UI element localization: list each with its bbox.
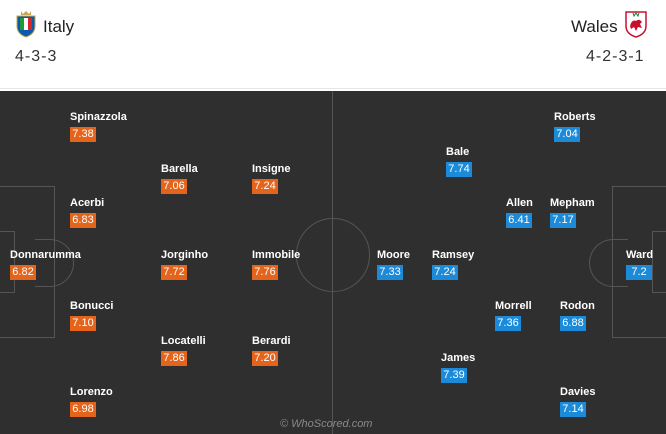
player-donnarumma[interactable]: Donnarumma 6.82 (10, 249, 106, 280)
player-ramsey[interactable]: Ramsey 7.24 (432, 249, 528, 280)
player-moore[interactable]: Moore 7.33 (377, 249, 473, 280)
player-morrell[interactable]: Morrell 7.36 (495, 300, 591, 331)
player-rating: 6.98 (70, 402, 96, 417)
player-immobile[interactable]: Immobile 7.76 (252, 249, 348, 280)
player-rating: 7.76 (252, 265, 278, 280)
player-name: Donnarumma (10, 249, 81, 261)
player-rating: 7.33 (377, 265, 403, 280)
player-name: Lorenzo (70, 386, 113, 398)
player-roberts[interactable]: Roberts 7.04 (554, 111, 650, 142)
player-berardi[interactable]: Berardi 7.20 (252, 335, 348, 366)
watermark: © WhoScored.com (280, 418, 373, 430)
player-name: Berardi (252, 335, 291, 347)
player-acerbi[interactable]: Acerbi 6.83 (70, 197, 166, 228)
home-team-name[interactable]: Italy (43, 17, 75, 36)
left-penalty-arc (35, 239, 74, 287)
center-circle (296, 218, 370, 292)
player-name: Bale (446, 146, 470, 158)
player-name: Allen (506, 197, 533, 209)
player-rating: 7.86 (161, 351, 187, 366)
player-name: Rodon (560, 300, 595, 312)
player-name: Ward (626, 249, 654, 261)
away-team-name[interactable]: Wales (571, 17, 618, 36)
player-name: Bonucci (70, 300, 114, 312)
player-rating: 7.06 (161, 179, 187, 194)
right-penalty-arc (589, 239, 628, 287)
player-name: Mepham (550, 197, 595, 209)
player-name: Locatelli (161, 335, 206, 347)
player-locatelli[interactable]: Locatelli 7.86 (161, 335, 257, 366)
player-rating: 6.88 (560, 316, 586, 331)
italy-crest-icon (16, 11, 36, 38)
player-rating: 7.74 (446, 162, 472, 177)
player-name: Roberts (554, 111, 596, 123)
player-rating: 7.17 (550, 213, 576, 228)
right-goal-area (652, 231, 666, 293)
player-james[interactable]: James 7.39 (441, 352, 537, 383)
left-goal-area (0, 231, 15, 293)
player-rating: 7.10 (70, 316, 96, 331)
player-name: Jorginho (161, 249, 209, 261)
player-name: Moore (377, 249, 410, 261)
player-rating: 7.36 (495, 316, 521, 331)
football-pitch (0, 91, 666, 434)
player-name: Spinazzola (70, 111, 127, 123)
player-spinazzola[interactable]: Spinazzola 7.38 (70, 111, 166, 142)
player-name: Insigne (252, 163, 291, 175)
player-rating: 7.14 (560, 402, 586, 417)
player-name: Morrell (495, 300, 532, 312)
player-bale[interactable]: Bale 7.74 (446, 146, 542, 177)
player-lorenzo[interactable]: Lorenzo 6.98 (70, 386, 166, 417)
player-name: James (441, 352, 476, 364)
player-davies[interactable]: Davies 7.14 (560, 386, 656, 417)
player-name: Davies (560, 386, 596, 398)
player-bonucci[interactable]: Bonucci 7.10 (70, 300, 166, 331)
away-formation: 4-2-3-1 (586, 48, 645, 65)
player-rating: 7.04 (554, 127, 580, 142)
player-rating: 7.20 (252, 351, 278, 366)
player-rating: 7.39 (441, 368, 467, 383)
player-name: Barella (161, 163, 198, 175)
player-allen[interactable]: Allen 6.41 (506, 197, 602, 228)
player-name: Acerbi (70, 197, 105, 209)
player-insigne[interactable]: Insigne 7.24 (252, 163, 348, 194)
player-rating: 6.82 (10, 265, 36, 280)
home-formation: 4-3-3 (15, 48, 58, 65)
player-rodon[interactable]: Rodon 6.88 (560, 300, 656, 331)
player-name: Ramsey (432, 249, 475, 261)
wales-crest-icon (625, 11, 647, 38)
player-rating: 7.24 (252, 179, 278, 194)
player-mepham[interactable]: Mepham 7.17 (550, 197, 646, 228)
player-rating: 7.38 (70, 127, 96, 142)
player-jorginho[interactable]: Jorginho 7.72 (161, 249, 257, 280)
player-rating: 6.83 (70, 213, 96, 228)
player-rating: 7.2 (626, 265, 652, 280)
player-rating: 7.24 (432, 265, 458, 280)
match-header: Italy 4-3-3 Wales 4-2-3-1 (0, 0, 666, 89)
player-name: Immobile (252, 249, 301, 261)
player-rating: 7.72 (161, 265, 187, 280)
player-barella[interactable]: Barella 7.06 (161, 163, 257, 194)
player-rating: 6.41 (506, 213, 532, 228)
player-ward[interactable]: Ward 7.2 (626, 249, 662, 280)
